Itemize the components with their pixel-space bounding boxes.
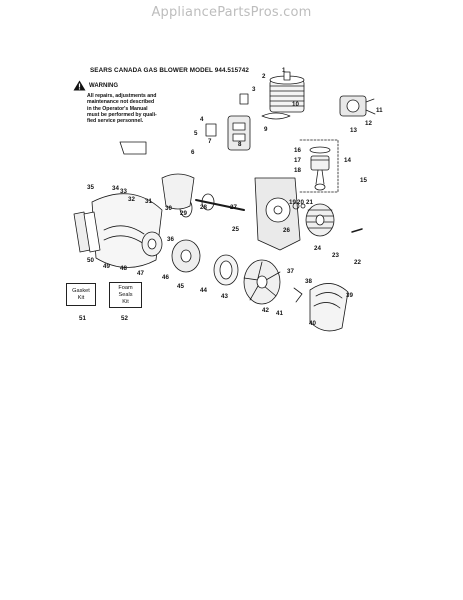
part-label: 19 bbox=[289, 199, 296, 206]
part-cover-vent bbox=[315, 292, 343, 299]
part-label: 6 bbox=[191, 149, 195, 156]
part-muffler bbox=[227, 115, 251, 151]
warning-line: in the Operator's Manual bbox=[87, 105, 148, 112]
kit-line: Seals bbox=[118, 291, 133, 298]
part-washer bbox=[300, 203, 306, 209]
part-label: 42 bbox=[262, 307, 269, 314]
part-label: 29 bbox=[180, 210, 187, 217]
foam-seals-kit-box: Foam Seals Kit bbox=[109, 282, 142, 308]
part-clip-38 bbox=[293, 287, 303, 303]
part-label: 41 bbox=[276, 310, 283, 317]
part-spark-plug-boot bbox=[239, 93, 249, 105]
part-label: 26 bbox=[283, 227, 290, 234]
part-impeller-hub bbox=[147, 238, 157, 250]
part-label: 9 bbox=[264, 126, 268, 133]
part-label: 11 bbox=[376, 107, 383, 114]
part-label: 43 bbox=[221, 293, 228, 300]
kit-line: Kit bbox=[122, 298, 129, 305]
part-label: 34 bbox=[112, 185, 119, 192]
warning-line: maintenance not described bbox=[87, 99, 155, 106]
part-label: 18 bbox=[294, 167, 301, 174]
warning-label: WARNING bbox=[89, 82, 118, 89]
part-crankshaft bbox=[195, 199, 245, 211]
part-label: 23 bbox=[332, 252, 339, 259]
watermark: AppliancePartsPros.com bbox=[151, 5, 312, 20]
part-label: 16 bbox=[294, 147, 301, 154]
kit-line: Gasket bbox=[72, 287, 90, 294]
part-label: 24 bbox=[314, 245, 321, 252]
part-carburetor bbox=[339, 95, 376, 117]
part-label: 10 bbox=[292, 101, 299, 108]
part-label: 36 bbox=[167, 236, 174, 243]
part-label: 31 bbox=[145, 198, 152, 205]
part-crankcase bbox=[254, 177, 301, 251]
part-piston bbox=[309, 146, 331, 191]
part-label: 47 bbox=[137, 270, 144, 277]
part-handle-32 bbox=[119, 141, 147, 155]
part-label: 4 bbox=[200, 116, 204, 123]
part-ring-inner bbox=[219, 260, 233, 280]
warning-text: All repairs, adjustments and maintenance… bbox=[87, 93, 167, 124]
warning-line: must be performed by quali- bbox=[87, 111, 157, 118]
part-label: 14 bbox=[344, 157, 351, 164]
part-label: 25 bbox=[232, 226, 239, 233]
gasket-kit-box: Gasket Kit bbox=[66, 283, 96, 306]
warning-line: All repairs, adjustments and bbox=[87, 93, 157, 99]
part-label: 50 bbox=[87, 257, 94, 264]
part-label: 22 bbox=[354, 259, 361, 266]
part-label: 52 bbox=[121, 315, 128, 322]
part-bracket-7 bbox=[205, 123, 217, 137]
part-label: 15 bbox=[360, 177, 367, 184]
part-fan bbox=[243, 259, 281, 305]
part-label: 40 bbox=[309, 320, 316, 327]
part-label: 30 bbox=[165, 205, 172, 212]
part-label: 38 bbox=[305, 278, 312, 285]
warning-heading: WARNING bbox=[73, 80, 118, 91]
part-label: 21 bbox=[306, 199, 313, 206]
diagram-title: SEARS CANADA GAS BLOWER MODEL 944.515742 bbox=[90, 67, 250, 74]
warning-line: fied service personnel. bbox=[87, 118, 144, 125]
part-label: 5 bbox=[194, 130, 198, 137]
part-label: 8 bbox=[238, 141, 242, 148]
part-nut bbox=[292, 202, 300, 210]
part-label: 46 bbox=[162, 274, 169, 281]
part-label: 2 bbox=[262, 73, 266, 80]
part-label: 37 bbox=[287, 268, 294, 275]
part-flywheel bbox=[305, 203, 335, 237]
bracket-15 bbox=[299, 139, 339, 193]
part-label: 35 bbox=[87, 184, 94, 191]
part-label: 51 bbox=[79, 315, 86, 322]
part-label: 33 bbox=[120, 188, 127, 195]
part-starter-hub bbox=[180, 249, 192, 263]
part-crank-web bbox=[201, 193, 215, 211]
part-label: 3 bbox=[252, 86, 256, 93]
part-label: 17 bbox=[294, 157, 301, 164]
warning-triangle-icon bbox=[73, 80, 86, 91]
part-label: 44 bbox=[200, 287, 207, 294]
part-label: 13 bbox=[350, 127, 357, 134]
kit-line: Foam bbox=[118, 284, 133, 291]
part-cover-vent bbox=[313, 302, 341, 309]
part-label: 12 bbox=[365, 120, 372, 127]
part-label: 27 bbox=[230, 204, 237, 211]
part-spring-22 bbox=[351, 228, 363, 233]
part-gasket bbox=[261, 112, 291, 120]
part-tube bbox=[83, 211, 101, 253]
part-label: 1 bbox=[282, 67, 286, 74]
part-label: 20 bbox=[297, 199, 304, 206]
part-label: 48 bbox=[120, 265, 127, 272]
part-fuel-tank bbox=[161, 173, 195, 210]
part-label: 49 bbox=[103, 263, 110, 270]
part-cylinder bbox=[269, 71, 305, 113]
part-label: 39 bbox=[346, 292, 353, 299]
part-label: 28 bbox=[200, 204, 207, 211]
part-label: 7 bbox=[208, 138, 212, 145]
part-label: 32 bbox=[128, 196, 135, 203]
kit-line: Kit bbox=[77, 294, 85, 301]
part-label: 45 bbox=[177, 283, 184, 290]
